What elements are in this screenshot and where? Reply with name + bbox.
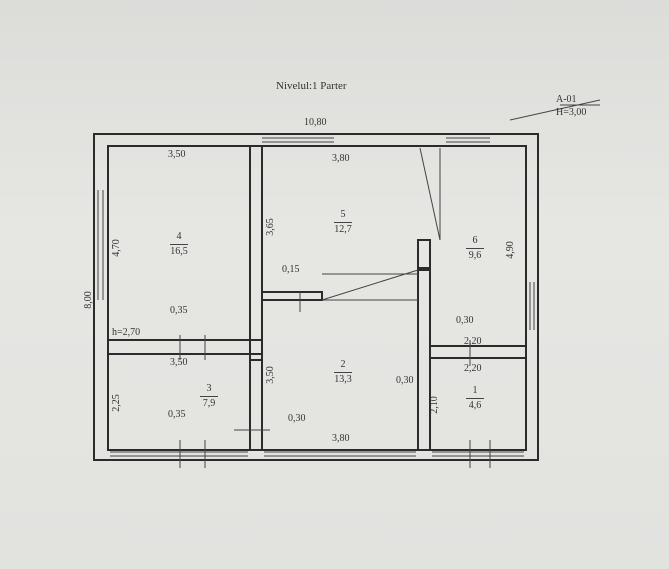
room-4-number: 4 [176, 231, 182, 242]
room-3-area: 7,9 [202, 398, 216, 409]
room-5-area: 12,7 [334, 224, 352, 235]
windows [97, 99, 601, 468]
dim-room6-height: 4,90 [504, 241, 516, 259]
stair-line-3 [321, 269, 419, 301]
room-6-area: 9,6 [468, 250, 482, 261]
dim-total-width: 10,80 [304, 117, 327, 128]
dim-wall-035-a: 0,35 [170, 305, 188, 316]
sheet-height: H=3,00 [556, 107, 587, 118]
dim-room2-height: 3,50 [264, 366, 276, 384]
dim-wall-030-right: 0,30 [456, 315, 474, 326]
dim-wall-015: 0,15 [282, 264, 300, 275]
dim-room5-depth: 3,65 [264, 218, 276, 236]
dim-wall-035-b: 0,35 [168, 409, 186, 420]
room-5-number: 5 [340, 209, 346, 220]
dim-room4-height: 4,70 [110, 239, 122, 257]
outer-wall-inner [107, 145, 527, 451]
dim-room1-width-b: 2,20 [464, 363, 482, 374]
wall-room4-right [249, 145, 263, 361]
wall-room3-right [249, 353, 263, 451]
wall-room4-bottom [107, 339, 263, 355]
dim-room5-width: 3,80 [332, 153, 350, 164]
dim-room4-width: 3,50 [168, 149, 186, 160]
room-1-number: 1 [472, 385, 478, 396]
walls [93, 133, 539, 461]
dim-room3-width: 3,50 [170, 357, 188, 368]
room-2-number: 2 [340, 359, 346, 370]
dim-wall-030-mid: 0,30 [396, 375, 414, 386]
dim-room2-width: 3,80 [332, 433, 350, 444]
room-3-number: 3 [206, 383, 212, 394]
room-4-area: 16,5 [170, 246, 188, 257]
plan-title: Nivelul:1 Parter [276, 80, 347, 92]
outer-wall-outer [93, 133, 539, 461]
dim-room3-height: 2,25 [110, 394, 122, 412]
wall-room1-top [429, 345, 527, 359]
wall-room6-left [417, 239, 431, 271]
room-1-area: 4,6 [468, 400, 482, 411]
wall-stairs-left [417, 267, 431, 451]
sheet-code: A-01 [556, 94, 577, 105]
wall-room5-bottom [261, 291, 323, 301]
leader-a01 [509, 99, 601, 121]
room-6-number: 6 [472, 235, 478, 246]
dim-wall-030-bottom: 0,30 [288, 413, 306, 424]
stair-line-1 [419, 147, 441, 241]
dim-h-270: h=2,70 [112, 327, 141, 338]
dim-room1-height: 2,10 [428, 396, 440, 414]
dim-room1-width-a: 2,20 [464, 336, 482, 347]
room-2-area: 13,3 [334, 374, 352, 385]
dim-total-height: 8,00 [82, 291, 94, 309]
